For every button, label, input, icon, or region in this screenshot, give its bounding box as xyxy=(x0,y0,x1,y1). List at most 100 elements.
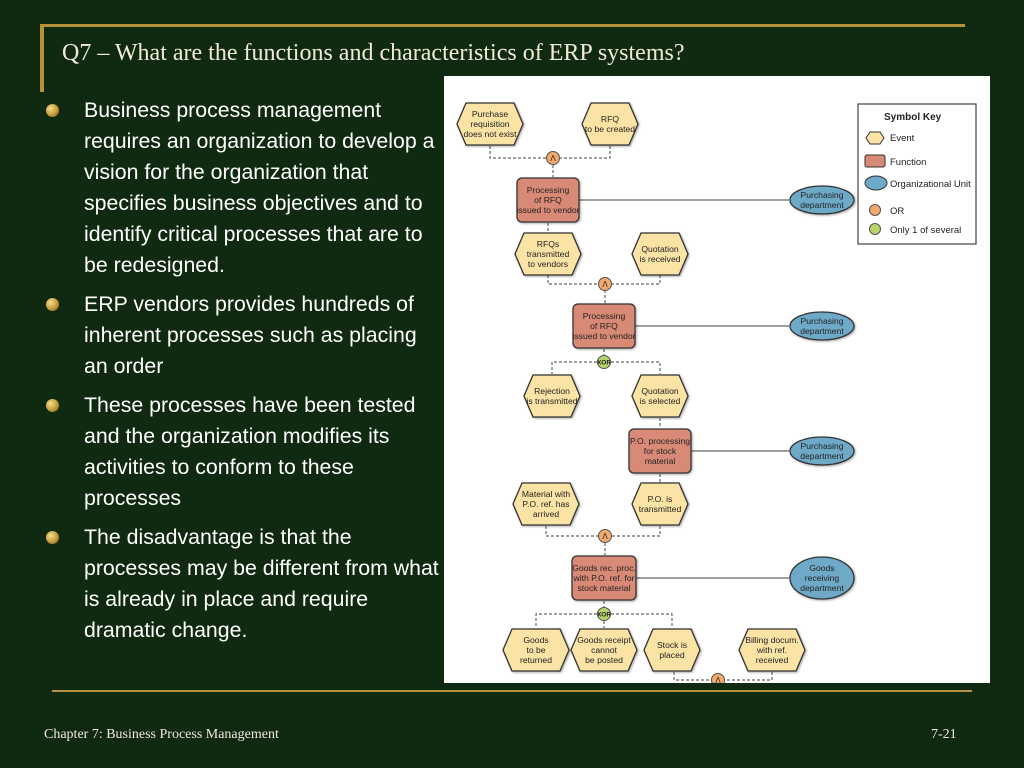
bullet-text: Business process management requires an … xyxy=(84,98,435,277)
node-label: Quotation xyxy=(641,386,678,396)
operator-label: Λ xyxy=(715,676,721,683)
node-label: of RFQ xyxy=(590,321,618,331)
function-shape xyxy=(628,428,692,474)
event-shape xyxy=(631,374,689,418)
node-label: material xyxy=(645,456,676,466)
footer-page-number: 7-21 xyxy=(931,727,957,742)
footer-divider xyxy=(52,690,972,692)
node-label: transmitted xyxy=(639,504,682,514)
operator-label: Λ xyxy=(550,154,556,163)
operator-label: Λ xyxy=(602,532,608,541)
event-shape xyxy=(738,628,806,672)
flow-connector xyxy=(612,275,661,285)
event-shape xyxy=(643,628,701,672)
flow-connector xyxy=(611,613,673,628)
node-label: department xyxy=(800,451,844,461)
node-label: Processing xyxy=(527,185,570,195)
node-label: P.O. is xyxy=(648,494,673,504)
node-label: be posted xyxy=(585,655,623,665)
node-label: stock material xyxy=(577,583,630,593)
node-label: transmitted xyxy=(527,249,570,259)
and-operator: Λ xyxy=(598,277,612,291)
node-label: Goods rec. proc. xyxy=(572,563,636,573)
node-label: to vendors xyxy=(528,259,568,269)
key-event-icon xyxy=(865,131,885,145)
bullet-icon xyxy=(46,399,59,412)
function-node: Goods rec. proc.with P.O. ref. forstock … xyxy=(571,555,637,601)
symbol-key-title: Symbol Key xyxy=(884,112,942,123)
title-frame-left xyxy=(40,26,44,92)
operator-label: XOR xyxy=(597,612,611,619)
org-unit-shape xyxy=(789,556,855,600)
node-label: does not exist xyxy=(463,129,517,139)
flow-connector xyxy=(726,672,773,681)
symbol-key-box xyxy=(857,103,977,245)
node-label: is transmitted xyxy=(526,396,577,406)
event-node: Billing docum.with ref.received xyxy=(738,628,806,672)
node-label: Purchasing xyxy=(801,441,844,451)
flow-connector xyxy=(673,672,710,681)
org-unit-shape xyxy=(789,436,855,466)
node-label: cannot xyxy=(591,645,617,655)
bullet-text: The disadvantage is that the processes m… xyxy=(84,525,439,642)
footer-chapter: Chapter 7: Business Process Management xyxy=(44,727,279,742)
symbol-key-label: Event xyxy=(890,133,915,144)
node-label: Quotation xyxy=(641,244,678,254)
function-shape xyxy=(572,303,636,349)
flow-connector xyxy=(612,526,661,537)
symbol-key-label: Only 1 of several xyxy=(890,225,961,236)
key-xor-icon xyxy=(869,223,881,235)
flow-connector xyxy=(545,526,598,537)
node-label: is selected xyxy=(640,396,681,406)
event-shape xyxy=(631,232,689,276)
node-label: Goods receipt xyxy=(577,635,631,645)
node-label: requisition xyxy=(470,119,509,129)
node-label: issued to vendor xyxy=(516,205,579,215)
node-label: returned xyxy=(520,655,552,665)
and-operator: Λ xyxy=(598,529,612,543)
flow-connector xyxy=(489,146,546,159)
node-label: Rejection xyxy=(534,386,570,396)
node-label: RFQ xyxy=(601,114,619,124)
node-label: to be created xyxy=(585,124,635,134)
xor-operator: XOR xyxy=(597,607,611,621)
node-label: is received xyxy=(639,254,680,264)
xor-operator: XOR xyxy=(597,355,611,369)
function-shape xyxy=(516,177,580,223)
node-label: RFQs xyxy=(537,239,559,249)
event-shape xyxy=(631,482,689,526)
node-label: P.O. ref. has xyxy=(522,499,569,509)
symbol-key-label: Function xyxy=(890,157,926,168)
org-unit-shape xyxy=(789,185,855,215)
node-label: issued to vendor xyxy=(572,331,635,341)
and-operator: Λ xyxy=(546,151,560,165)
flow-connector xyxy=(535,613,597,628)
node-label: department xyxy=(800,583,844,593)
bullet-text: These processes have been tested and the… xyxy=(84,393,416,510)
node-label: with ref. xyxy=(756,645,787,655)
bullet-icon xyxy=(46,298,59,311)
bullet-item: The disadvantage is that the processes m… xyxy=(44,522,444,646)
symbol-key-label: Organizational Unit xyxy=(890,179,971,190)
event-shape xyxy=(514,232,582,276)
node-label: arrived xyxy=(533,509,559,519)
event-shape xyxy=(570,628,638,672)
node-label: department xyxy=(800,200,844,210)
operator-label: Λ xyxy=(602,280,608,289)
bullet-icon xyxy=(46,104,59,117)
key-function-icon xyxy=(864,154,886,168)
bullet-icon xyxy=(46,531,59,544)
